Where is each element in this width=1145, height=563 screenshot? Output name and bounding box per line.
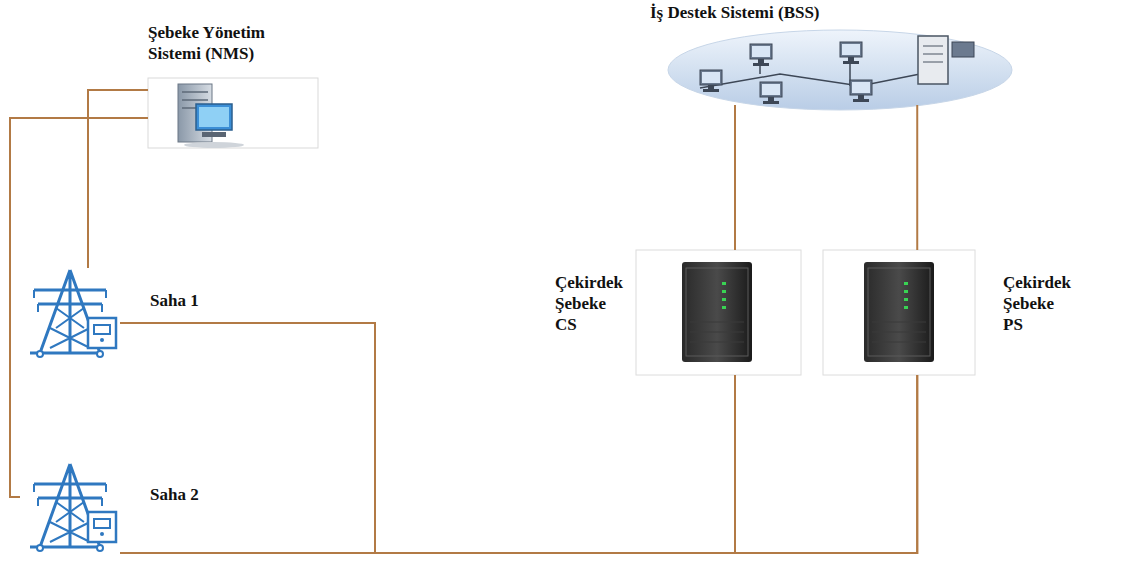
link-line [735, 105, 736, 250]
node-label: İş Destek Sistemi (BSS) [650, 2, 820, 23]
core-node: Çekirdek Şebeke PS [823, 250, 975, 375]
link-path [120, 375, 917, 553]
bss-node: İş Destek Sistemi (BSS) [668, 28, 1013, 113]
link-line [120, 375, 735, 553]
core-node: Çekirdek Şebeke CS [636, 250, 801, 375]
link-line [120, 323, 735, 553]
link-line [120, 375, 917, 553]
link-path [734, 105, 736, 250]
link-path [916, 105, 918, 250]
link-line [917, 105, 918, 250]
link-line [10, 118, 148, 497]
site-node: Saha 1 [20, 268, 120, 358]
node-label: Saha 1 [150, 290, 199, 311]
node-label: Şebeke Yönetim Sistemi (NMS) [148, 22, 298, 64]
link-path [120, 375, 735, 553]
site-node: Saha 2 [20, 455, 120, 555]
node-label: Saha 2 [150, 484, 199, 505]
nms-node: Şebeke Yönetim Sistemi (NMS) [148, 78, 318, 148]
node-label: Çekirdek Şebeke CS [555, 272, 623, 335]
link-path [10, 118, 148, 497]
link-line [88, 90, 148, 268]
link-line [120, 323, 917, 553]
link-path [120, 323, 917, 553]
link-path [88, 90, 148, 268]
link-path [120, 323, 735, 553]
node-label: Çekirdek Şebeke PS [1003, 272, 1071, 335]
